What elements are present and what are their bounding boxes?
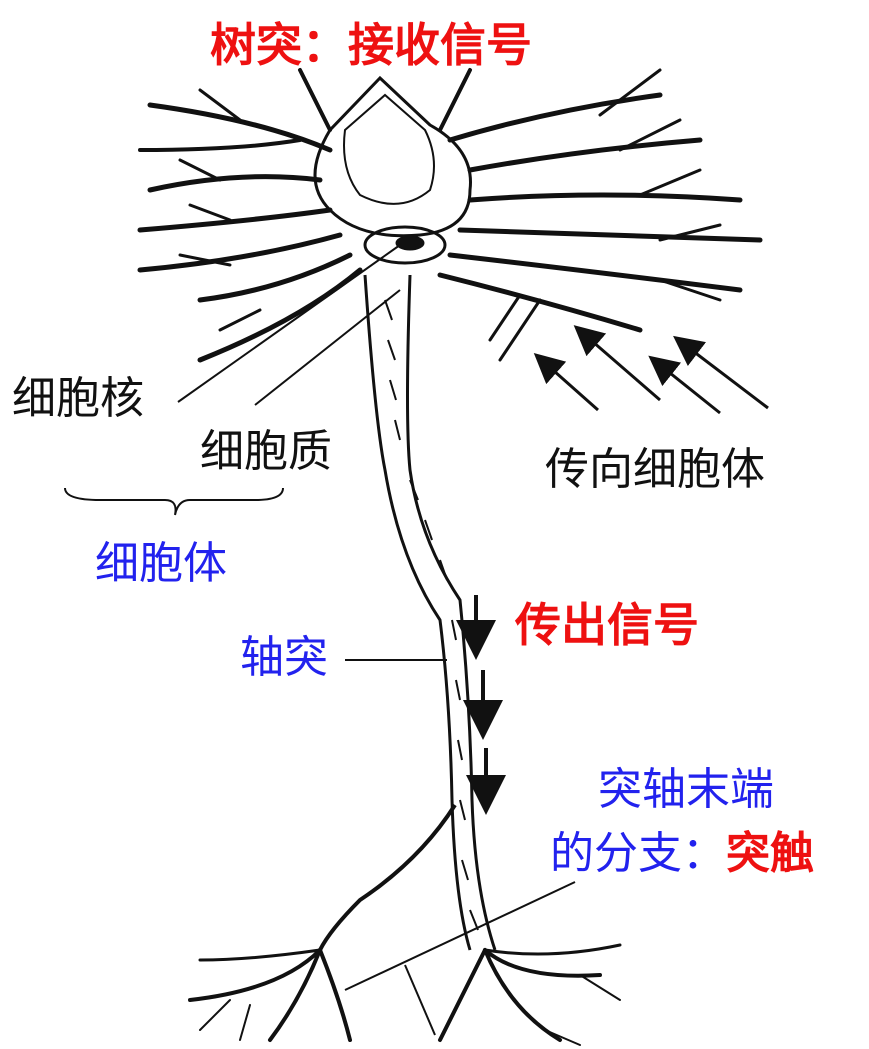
axon-terminals <box>190 945 620 1045</box>
soma-dendrites <box>140 70 760 360</box>
down-arrow-icon <box>476 595 486 795</box>
nucleus-label: 细胞核 <box>12 377 144 421</box>
axon-terminal-label-line1: 突轴末端 <box>598 768 774 812</box>
axon-shape <box>320 275 495 950</box>
brace-icon <box>65 488 283 515</box>
dendrite-label: 树突：接收信号 <box>210 22 532 68</box>
axon-terminal-prefix: 的分支： <box>550 828 726 879</box>
cytoplasm-label: 细胞质 <box>200 430 332 474</box>
toward-cell-body-label: 传向细胞体 <box>545 448 765 492</box>
input-arrow-icon <box>545 335 768 413</box>
transmit-signal-label: 传出信号 <box>515 602 699 648</box>
cell-body-label: 细胞体 <box>95 542 227 586</box>
axon-terminal-label-line2: 的分支：突触 <box>550 832 814 876</box>
synapse-label: 突触 <box>726 828 814 879</box>
axon-label: 轴突 <box>240 636 328 680</box>
